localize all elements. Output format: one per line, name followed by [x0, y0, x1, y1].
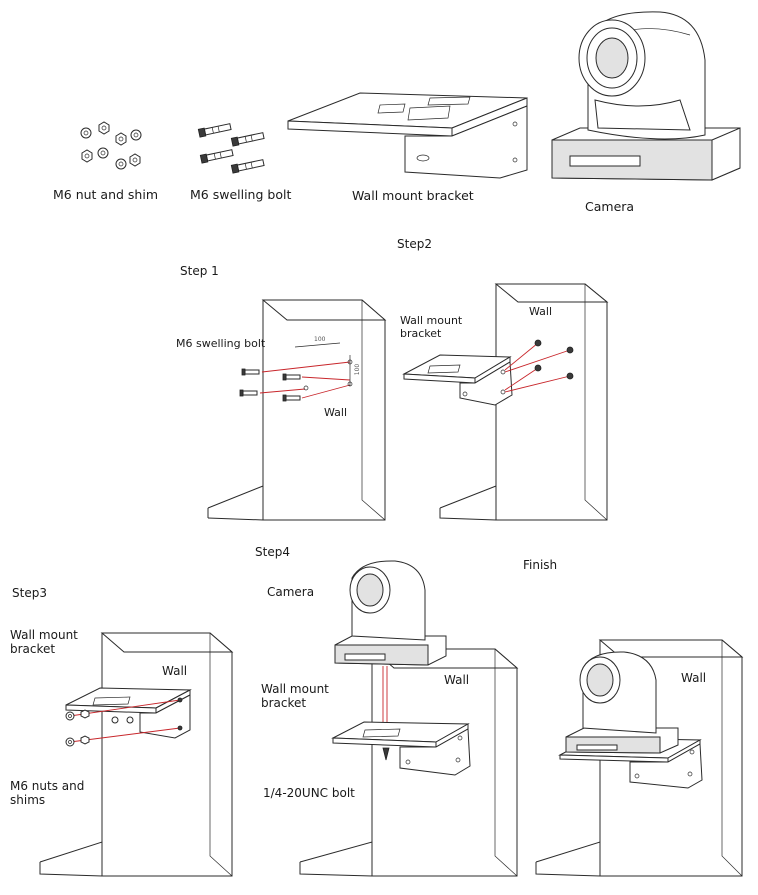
- part-label-camera: Camera: [585, 199, 635, 214]
- step4-camera-label: Camera: [267, 585, 315, 599]
- part-label-bracket: Wall mount bracket: [352, 188, 474, 203]
- step2-title: Step2: [397, 237, 432, 251]
- step4-wall-label: Wall: [444, 673, 470, 687]
- step3-bracket: [65, 687, 192, 747]
- part-label-nut: M6 nut and shim: [53, 187, 159, 202]
- step4-title: Step4: [255, 545, 290, 559]
- step3-title: Step3: [12, 586, 47, 600]
- step1-bolt-label: M6 swelling bolt: [176, 337, 266, 350]
- step3-wall-label: Wall: [162, 664, 188, 678]
- step4-camera: [334, 560, 447, 735]
- step4-bracket: [331, 721, 471, 776]
- finish-title: Finish: [523, 558, 558, 572]
- step3-wall: [39, 632, 234, 877]
- step1-wall: [207, 299, 387, 521]
- step1-title: Step 1: [180, 264, 219, 278]
- part-label-bolt: M6 swelling bolt: [190, 187, 292, 202]
- step1-wall-label: Wall: [324, 406, 348, 419]
- step3-nuts-label-line1: M6 nuts and: [10, 779, 85, 793]
- step1-dim-vertical: 100: [354, 363, 362, 376]
- step1-dim-horizontal: 100: [314, 336, 326, 343]
- finish-wall-label: Wall: [681, 671, 707, 685]
- step4-bolt-label: 1/4-20UNC bolt: [263, 786, 355, 800]
- step2-bracket-label-line1: Wall mount: [400, 314, 463, 327]
- step2-wall: [439, 283, 609, 521]
- step2-bracket: [402, 339, 574, 406]
- step1-bolts: [239, 342, 353, 402]
- step3-nuts-label-line2: shims: [10, 793, 46, 807]
- step2-bracket-label-line2: bracket: [400, 327, 442, 340]
- wall-bracket-drawing: [287, 92, 528, 179]
- finish-assembly: [558, 651, 703, 789]
- step3-bracket-label-line2: bracket: [10, 642, 56, 656]
- nut-and-shim-drawing: [80, 121, 142, 170]
- swelling-bolt-drawing: [197, 123, 265, 174]
- step2-wall-label: Wall: [529, 305, 553, 318]
- step3-bracket-label-line1: Wall mount: [10, 628, 78, 642]
- step4-bracket-label-line2: bracket: [261, 696, 307, 710]
- camera-drawing: [551, 11, 741, 181]
- step4-bracket-label-line1: Wall mount: [261, 682, 329, 696]
